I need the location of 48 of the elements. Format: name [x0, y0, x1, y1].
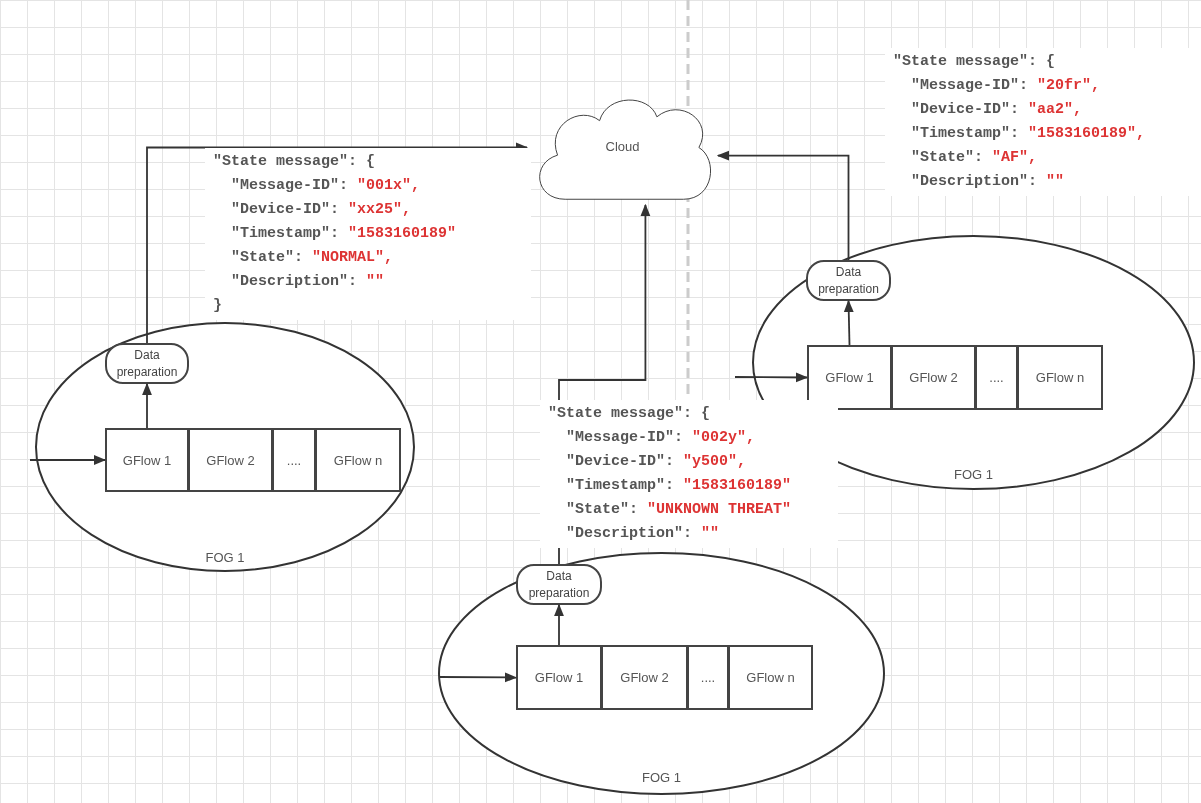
flow-cell: GFlow 1	[807, 345, 892, 410]
cloud-label: Cloud	[604, 138, 641, 154]
code-line: "Message-ID": "20fr",	[910, 76, 1102, 96]
arrow	[716, 150, 850, 261]
flow-cell: GFlow n	[728, 645, 813, 710]
code-line: "Description": ""	[910, 172, 1066, 192]
code-line: "State message": {	[893, 52, 1057, 72]
code-line: "Description": ""	[230, 272, 386, 292]
code-line: "Timestamp": "1583160189"	[230, 224, 458, 244]
arrow	[439, 672, 518, 683]
flow-cell: GFlow n	[1017, 345, 1103, 410]
fog-ellipse	[35, 322, 415, 572]
code-line: "State": "NORMAL",	[230, 248, 395, 268]
flow-cell: GFlow 2	[601, 645, 688, 710]
flow-cell: GFlow 1	[516, 645, 602, 710]
fog-label: FOG 1	[204, 550, 246, 565]
code-line: }	[213, 296, 223, 316]
code-line: "Device-ID": "aa2",	[910, 100, 1084, 120]
code-line: "State message": {	[548, 404, 712, 424]
flow-cell: ....	[687, 645, 729, 710]
flow-cell: ....	[975, 345, 1018, 410]
flow-cell: GFlow 1	[105, 428, 189, 492]
code-line: "Timestamp": "1583160189",	[910, 124, 1147, 144]
process-box: Data preparation	[516, 564, 602, 605]
code-line: "Device-ID": "xx25",	[230, 200, 413, 220]
code-line: "Description": ""	[565, 524, 721, 544]
arrow	[553, 603, 565, 646]
process-box: Data preparation	[105, 343, 189, 384]
fog-label: FOG 1	[641, 770, 682, 785]
code-line: "State": "AF",	[910, 148, 1039, 168]
arrow	[29, 454, 107, 466]
fog-label: FOG 1	[953, 467, 994, 482]
flow-cell: ....	[272, 428, 316, 492]
arrow	[146, 142, 529, 344]
flow-cell: GFlow 2	[188, 428, 273, 492]
flow-cell: GFlow 2	[891, 345, 976, 410]
code-line: "State message": {	[213, 152, 377, 172]
arrow	[843, 299, 854, 346]
process-box: Data preparation	[806, 260, 891, 301]
arrow	[734, 372, 809, 383]
code-line: "Timestamp": "1583160189"	[565, 476, 793, 496]
code-line: "Message-ID": "002y",	[565, 428, 757, 448]
code-line: "Message-ID": "001x",	[230, 176, 422, 196]
code-line: "State": "UNKNOWN THREAT"	[565, 500, 793, 520]
fog-ellipse	[438, 552, 885, 795]
arrow	[141, 382, 153, 429]
code-line: "Device-ID": "y500",	[565, 452, 748, 472]
flow-cell: GFlow n	[315, 428, 401, 492]
